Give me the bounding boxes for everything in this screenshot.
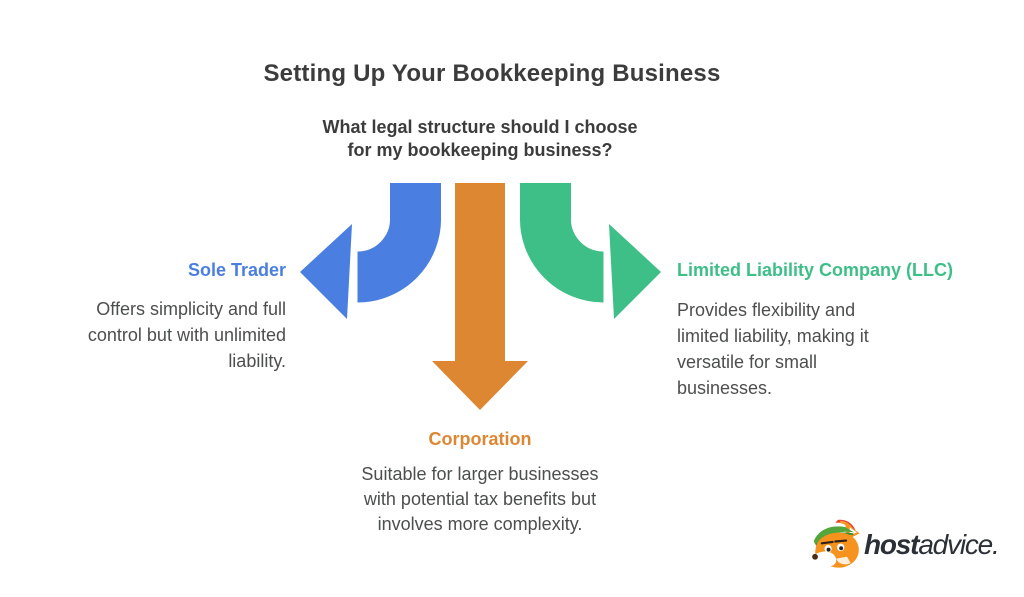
sole-trader-label: Sole Trader <box>187 260 286 280</box>
curved-arrow-left-icon <box>300 183 441 319</box>
down-arrow-icon <box>432 183 528 410</box>
curved-arrow-right-head <box>609 224 661 319</box>
fox-mascot-icon <box>812 519 860 571</box>
llc-description: Provides flexibility and limited liabili… <box>677 300 869 398</box>
curved-arrow-left-head <box>300 224 352 319</box>
page-title: Setting Up Your Bookkeeping Business <box>263 60 721 87</box>
curved-arrow-left-shaft <box>356 183 441 303</box>
hostadvice-wordmark: hostadvice. <box>864 529 1000 561</box>
llc-label: Limited Liability Company (LLC) <box>677 260 954 280</box>
corporation-label: Corporation <box>428 429 532 449</box>
down-arrow-shape <box>432 183 528 410</box>
sole-trader-description: Offers simplicity and full control but w… <box>87 299 286 371</box>
curved-arrow-right-shaft <box>520 183 605 303</box>
curved-arrow-right-icon <box>520 183 661 319</box>
hostadvice-logo: hostadvice. <box>808 517 1018 577</box>
question-text: What legal structure should I choose for… <box>322 117 638 160</box>
logo-word-advice: advice. <box>918 529 1000 560</box>
logo-word-host: host <box>864 529 920 560</box>
corporation-description: Suitable for larger businesses with pote… <box>361 464 599 534</box>
